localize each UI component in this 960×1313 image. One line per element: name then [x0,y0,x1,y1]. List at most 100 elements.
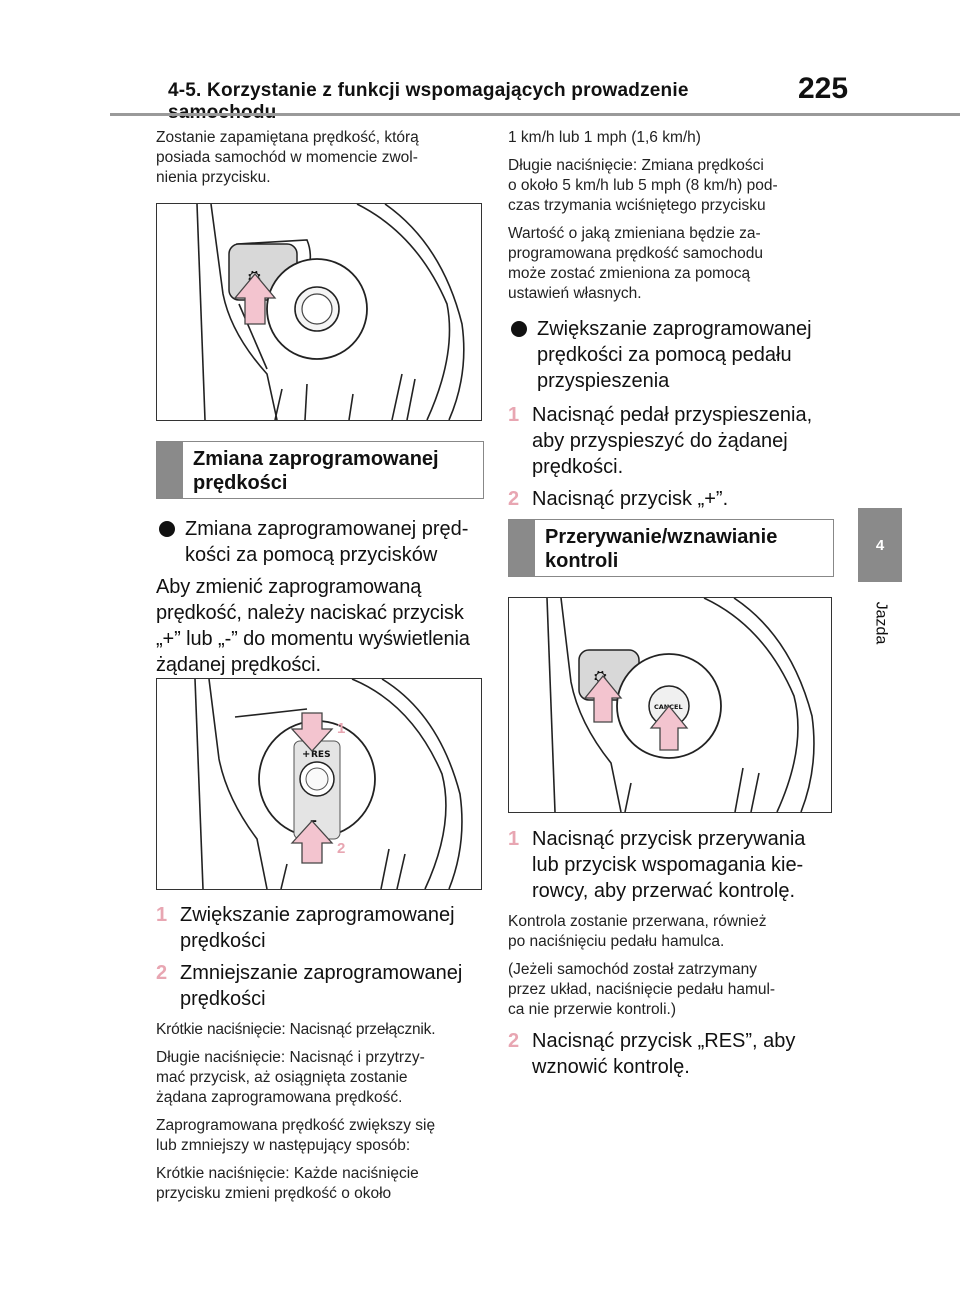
step-line-1: Nacisnąć przycisk przerywania [532,828,806,850]
step-number: 2 [508,488,520,510]
step-line-2: prędkości [180,930,266,952]
note-line-1: (Jeżeli samochód został zatrzymany [508,961,757,978]
callout-1: 1 [337,720,345,737]
page-number: 225 [798,72,849,105]
step-press-plus: 2 Nacisnąć przycisk „+”. [508,486,834,512]
step-line-2: aby przyspieszyć do żądanej [532,430,788,452]
bullet-change-with-buttons: Zmiana zaprogramowanej pręd- kości za po… [156,516,482,568]
step-line-1: Nacisnąć przycisk „RES”, aby [532,1030,796,1052]
note-line-3: może zostać zmieniona za pomocą [508,265,751,282]
step-line-3: rowcy, aby przerwać kontrolę. [532,880,796,902]
note-line-1: Krótkie naciśnięcie: Każde naciśnięcie [156,1165,419,1182]
note-line-2: przycisku zmieni prędkość o około [156,1185,392,1202]
press-arrow-minus [290,820,334,864]
note-long-press: Długie naciśnięcie: Nacisnąć i przytrzy-… [156,1048,482,1108]
note-line-3: ca nie przerwie kontroli.) [508,1001,676,1018]
note-line-4: ustawień własnych. [508,285,642,302]
running-header-title: 4-5. Korzystanie z funkcji wspomagającyc… [168,80,689,123]
bullet-accelerator: Zwiększanie zaprogramowanej prędkości za… [508,316,834,394]
press-arrow-cancel [649,704,689,751]
chapter-number: 4 [875,536,885,554]
heading-bar [157,442,183,498]
bullet-dot-icon [159,521,175,537]
figure-steering-assist-button: ⛭ [156,203,482,421]
svg-text:+: + [302,749,310,760]
left-intro: Zostanie zapamiętana prędkość, którą pos… [156,128,482,188]
step-number: 2 [508,1030,520,1052]
para-line-3: „+” lub „-” do momentu wyświetlenia [156,628,470,650]
intro-line-3: nienia przycisku. [156,169,271,186]
svg-text:–: – [310,813,317,829]
step-number: 1 [156,904,168,926]
bullet-line-3: przyspieszenia [537,370,670,392]
chapter-label: Jazda [857,593,903,653]
para-line-4: żądanej prędkości. [156,654,321,676]
bullet-line-1: Zmiana zaprogramowanej pręd- [185,518,469,540]
note-line-1: Zaprogramowana prędkość zwiększy się [156,1117,436,1134]
callout-2: 2 [337,840,345,857]
note-line-2: o około 5 km/h lub 5 mph (8 km/h) pod- [508,177,778,194]
step-number: 1 [508,828,520,850]
para-line-2: prędkość, należy naciskać przycisk [156,602,464,624]
note-line-2: przez układ, naciśnięcie pedału hamul- [508,981,776,998]
heading-line-1: Zmiana zaprogramowanej [193,448,439,470]
header-rule [110,113,960,116]
right-top-block: 1 km/h lub 1 mph (1,6 km/h) Długie naciś… [508,128,834,512]
left-bullet-block: Zmiana zaprogramowanej pręd- kości za po… [156,516,482,678]
note-line-1: Kontrola zostanie przerwana, również [508,913,767,930]
note-custom-settings: Wartość o jaką zmieniana będzie za- prog… [508,224,834,304]
heading-line-2: prędkości [193,472,288,494]
note-step-value: 1 km/h lub 1 mph (1,6 km/h) [508,129,701,146]
heading-bar [509,520,535,576]
para-line-1: Aby zmienić zaprogramowaną [156,576,422,598]
left-steps-block: 1 Zwiększanie zaprogramowanej prędkości … [156,902,482,1212]
note-short-press-step: Krótkie naciśnięcie: Każde naciśnięcie p… [156,1164,482,1204]
section-heading-cancel-resume: Przerywanie/wznawianie kontroli [508,519,834,577]
right-bottom-block: 1 Nacisnąć przycisk przerywania lub przy… [508,826,834,1080]
note-line-2: lub zmniejszy w następujący sposób: [156,1137,411,1154]
chapter-tab: 4 [858,508,902,582]
heading-line-1: Przerywanie/wznawianie [545,526,778,548]
section-heading-change-speed: Zmiana zaprogramowanej prędkości [156,441,484,499]
step-line-1: Zmniejszanie zaprogramowanej [180,962,463,984]
note-long-press-right: Długie naciśnięcie: Zmiana prędkości o o… [508,156,834,216]
intro-line-2: posiada samochód w momencie zwol- [156,149,418,166]
step-increase: 1 Zwiększanie zaprogramowanej prędkości [156,902,482,954]
press-arrow-plus [290,712,334,752]
note-line-2: programowana prędkość samochodu [508,245,764,262]
note-short-press: Krótkie naciśnięcie: Nacisnąć przełączni… [156,1021,436,1038]
intro-line-1: Zostanie zapamiętana prędkość, którą [156,129,419,146]
note-line-1: Długie naciśnięcie: Zmiana prędkości [508,157,764,174]
note-brake-cancel: Kontrola zostanie przerwana, również po … [508,912,834,952]
step-resume: 2 Nacisnąć przycisk „RES”, aby wznowić k… [508,1028,834,1080]
res-label: RES [311,750,331,760]
step-line-2: wznowić kontrolę. [532,1056,690,1078]
step-line-2: lub przycisk wspomagania kie- [532,854,804,876]
bullet-line-2: kości za pomocą przycisków [185,544,438,566]
step-line-2: prędkości [180,988,266,1010]
note-line-1: Wartość o jaką zmieniana będzie za- [508,225,761,242]
bullet-line-1: Zwiększanie zaprogramowanej [537,318,812,340]
instruction-paragraph: Aby zmienić zaprogramowaną prędkość, nal… [156,574,482,678]
step-press-accelerator: 1 Nacisnąć pedał przyspieszenia, aby prz… [508,402,834,480]
step-cancel: 1 Nacisnąć przycisk przerywania lub przy… [508,826,834,904]
step-line-1: Nacisnąć pedał przyspieszenia, [532,404,813,426]
note-stopped-by-system: (Jeżeli samochód został zatrzymany przez… [508,960,834,1020]
bullet-dot-icon [511,321,527,337]
note-line-2: mać przycisk, aż osiągnięta zostanie [156,1069,408,1086]
step-decrease: 2 Zmniejszanie zaprogramowanej prędkości [156,960,482,1012]
step-line-1: Zwiększanie zaprogramowanej [180,904,455,926]
note-line-1: Długie naciśnięcie: Nacisnąć i przytrzy- [156,1049,425,1066]
chapter-label-text: Jazda [871,601,889,645]
step-number: 1 [508,404,520,426]
step-number: 2 [156,962,168,984]
note-line-3: żądana zaprogramowana prędkość. [156,1089,403,1106]
step-line-1: Nacisnąć przycisk „+”. [532,488,729,510]
figure-res-plus-minus-switch: + RES – 1 2 [156,678,482,890]
note-line-3: czas trzymania wciśniętego przycisku [508,197,766,214]
bullet-line-2: prędkości za pomocą pedału [537,344,792,366]
press-arrow-assist [583,674,623,723]
note-line-2: po naciśnięciu pedału hamulca. [508,933,725,950]
figure-cancel-button: ⛭ CANCEL [508,597,832,813]
press-arrow [233,272,277,325]
